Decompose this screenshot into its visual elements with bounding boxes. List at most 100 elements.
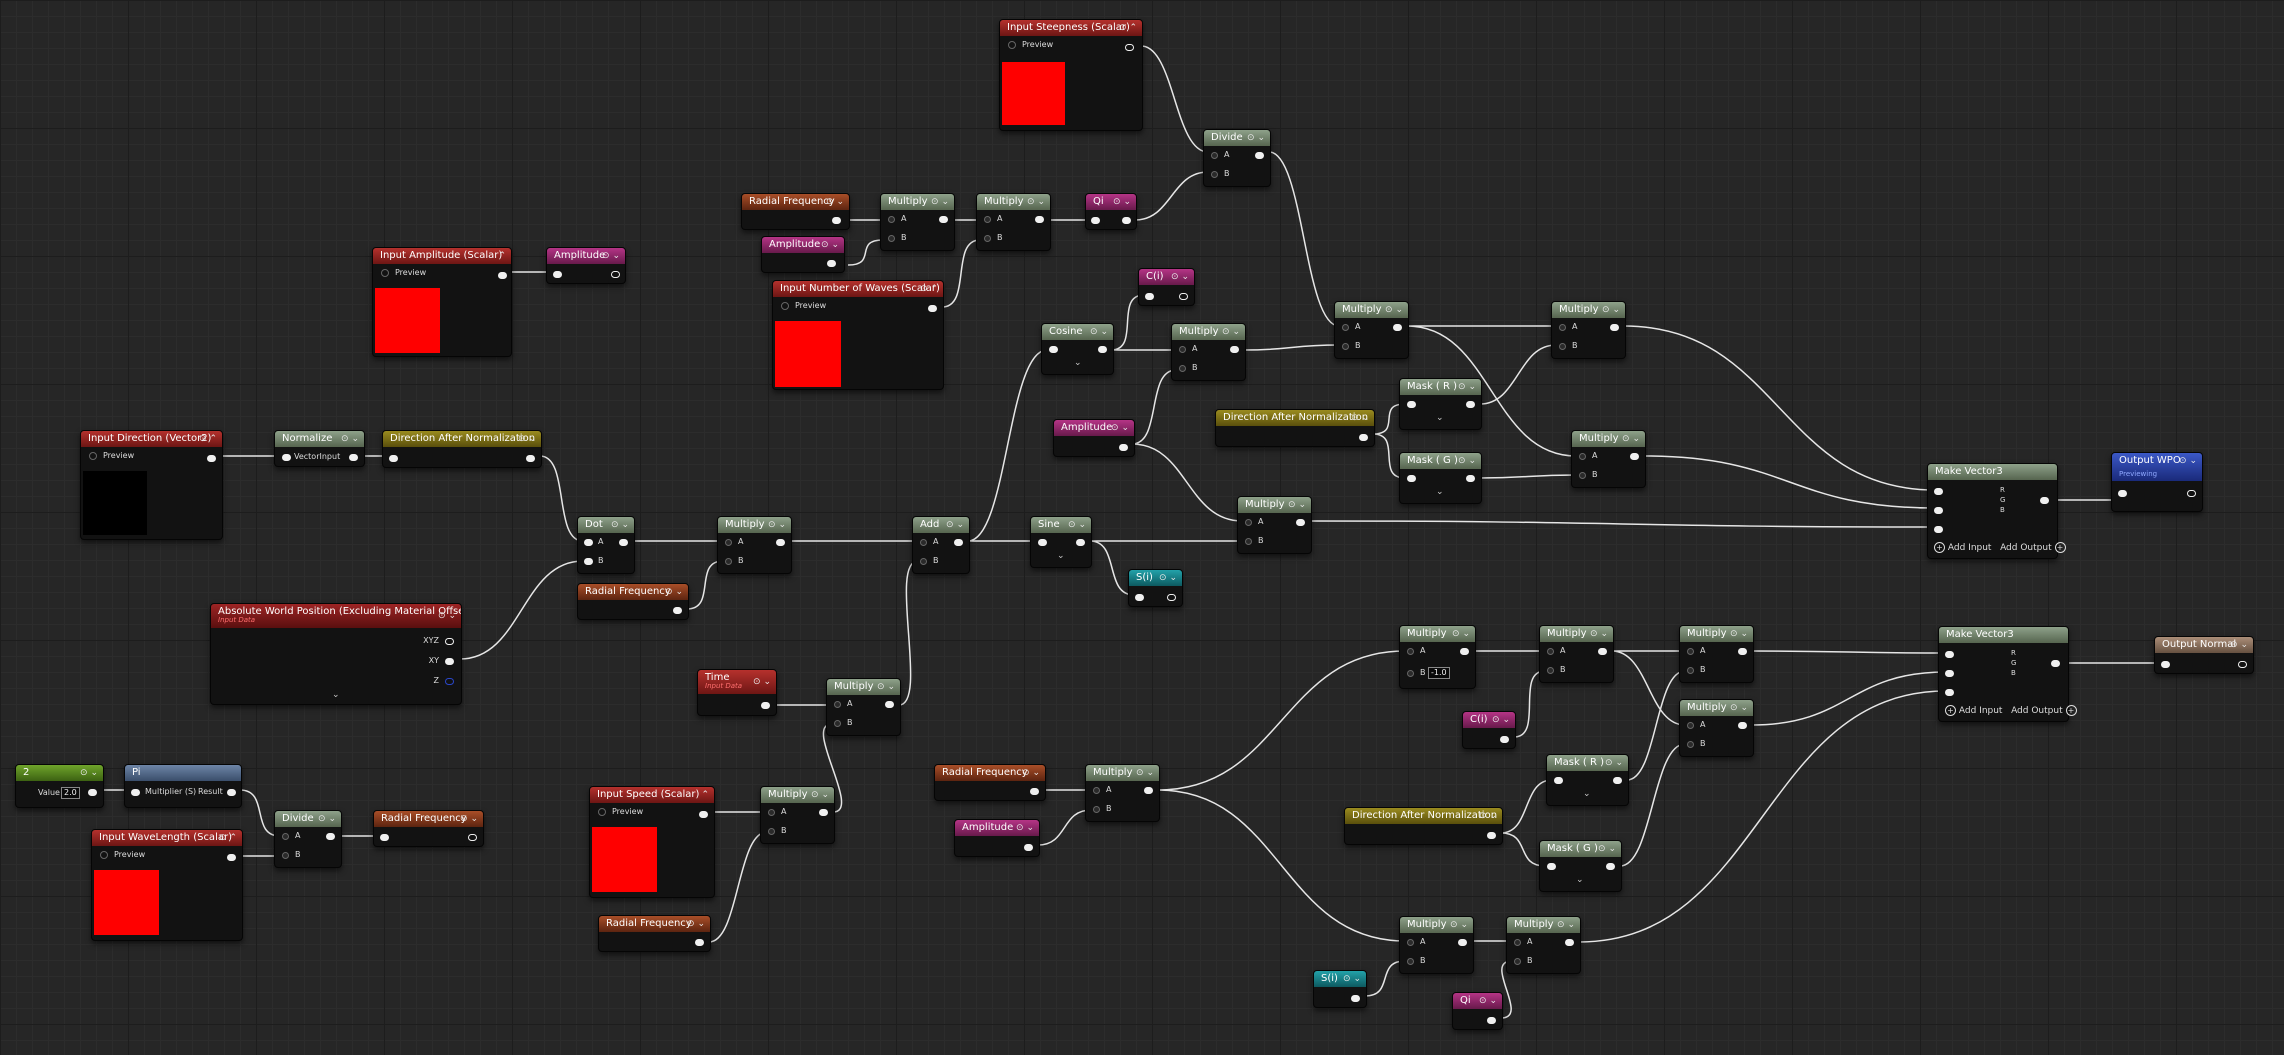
node-header[interactable]: C(i)⊙ ⌄ (1463, 712, 1515, 728)
collapse-icon[interactable]: ⊙ ⌄ (1598, 844, 1616, 854)
output-pin[interactable] (1024, 844, 1033, 851)
output-pin[interactable] (885, 701, 894, 708)
output-pin[interactable] (1487, 1017, 1496, 1024)
output-pin[interactable] (1487, 832, 1496, 839)
node-header[interactable]: Multiply⊙ ⌄ (1400, 917, 1473, 933)
node-header[interactable]: S(i)⊙ ⌄ (1129, 570, 1182, 586)
node-header[interactable]: Normalize⊙ ⌄ (275, 431, 364, 447)
node-header[interactable]: Direction After Normalization⊙ ⌄ (1345, 808, 1502, 824)
qi-reroute[interactable]: Qi⊙ ⌄ (1452, 992, 1503, 1030)
node-header[interactable]: Cosine⊙ ⌄ (1042, 324, 1113, 340)
expand-icon[interactable]: ⌄ (1583, 789, 1591, 799)
collapse-icon[interactable]: ⊙ ⌄ (1068, 520, 1086, 530)
input-pin-b[interactable] (282, 852, 289, 859)
output-pin[interactable] (1076, 539, 1085, 546)
make-vector3-node[interactable]: Make Vector3 R G B + Add Input Add Outpu… (1927, 463, 2066, 559)
collapse-icon[interactable]: ⊙ ⌄ (1602, 305, 1620, 315)
mask-g-node[interactable]: Mask ( G )⊙ ⌄ ⌄ (1399, 452, 1482, 504)
preview-toggle[interactable]: Preview (89, 451, 134, 460)
collapse-icon[interactable]: ⊙ ⌄ (1222, 327, 1240, 337)
add-node[interactable]: Add⊙ ⌄ A B (912, 516, 970, 574)
output-pin[interactable] (928, 305, 937, 312)
output-pin[interactable] (1613, 777, 1622, 784)
collapse-icon[interactable]: ⊙ ⌄ (1022, 768, 1040, 778)
node-header[interactable]: Mask ( G )⊙ ⌄ (1400, 453, 1481, 469)
collapse-icon[interactable]: ⊙ ⌄ (1136, 768, 1154, 778)
node-header[interactable]: Multiply⊙ ⌄ (1540, 626, 1613, 642)
preview-toggle[interactable]: Preview (781, 301, 826, 310)
node-header[interactable]: Mask ( R )⊙ ⌄ (1400, 379, 1481, 395)
collapse-icon[interactable]: ⊙ ⌄ (1450, 920, 1468, 930)
add-output-icon[interactable]: + (2054, 542, 2066, 553)
node-header[interactable]: Multiply⊙ ⌄ (1680, 626, 1753, 642)
collapse-icon[interactable]: ⊙ ⌄ (1479, 811, 1497, 821)
input-pin-3[interactable] (1934, 526, 1943, 533)
collapse-icon[interactable]: ⊙ ⌄ (1027, 197, 1045, 207)
node-header[interactable]: Amplitude⊙ ⌄ (1054, 420, 1134, 436)
output-pin[interactable] (1255, 152, 1264, 159)
output-pin[interactable] (2051, 660, 2060, 667)
input-pin-a[interactable] (1093, 787, 1100, 794)
input-pin-a[interactable] (725, 539, 732, 546)
node-header[interactable]: Radial Frequency⊙ ⌄ (599, 916, 710, 932)
add-input-button[interactable]: Add Input (1958, 706, 2003, 716)
node-header[interactable]: Multiply⊙ ⌄ (1238, 497, 1311, 513)
input-wavelength-node[interactable]: Input WaveLength (Scalar)⊙ ⌃ Preview (91, 829, 243, 941)
radial-frequency-reroute[interactable]: Radial Frequency⊙ ⌄ (934, 764, 1046, 801)
multiply-node[interactable]: Multiply⊙ ⌄ A B (1506, 916, 1581, 974)
output-pin[interactable] (1598, 648, 1607, 655)
output-pin[interactable] (2187, 490, 2196, 497)
output-pin[interactable] (761, 702, 770, 709)
input-pin-a[interactable] (1245, 519, 1252, 526)
input-pin-a[interactable] (1211, 152, 1218, 159)
preview-toggle[interactable]: Preview (100, 850, 145, 859)
input-pin-a[interactable] (920, 539, 927, 546)
input-pin-b[interactable] (888, 235, 895, 242)
collapse-icon[interactable]: ⊙ ⌄ (1288, 500, 1306, 510)
node-header[interactable]: 2⊙ ⌄ (16, 765, 103, 781)
node-header[interactable]: Radial Frequency⊙ ⌄ (935, 765, 1045, 781)
cosine-node[interactable]: Cosine⊙ ⌄ ⌄ (1041, 323, 1114, 375)
collapse-icon[interactable]: ⊙ ⌄ (1730, 703, 1748, 713)
node-header[interactable]: C(i)⊙ ⌄ (1139, 269, 1194, 285)
input-pin-b[interactable] (725, 558, 732, 565)
output-pin[interactable] (326, 833, 335, 840)
node-header[interactable]: Input Number of Waves (Scalar)⊙ ⌃ (773, 281, 943, 297)
collapse-icon[interactable]: ⊙ ⌄ (877, 682, 895, 692)
collapse-icon[interactable]: ⊙ ⌄ (518, 434, 536, 444)
node-header[interactable]: Radial Frequency⊙ ⌄ (374, 811, 483, 827)
output-pin[interactable] (207, 455, 216, 462)
node-header[interactable]: Direction After Normalization⊙ ⌄ (1216, 410, 1374, 426)
node-header[interactable]: Radial Frequency⊙ ⌄ (742, 194, 849, 210)
input-pin-3[interactable] (1945, 689, 1954, 696)
output-pin[interactable] (827, 260, 836, 267)
output-pin[interactable] (939, 216, 948, 223)
collapse-icon[interactable]: ⊙ ⌄ (826, 197, 844, 207)
time-node[interactable]: Time⊙ ⌄ Input Data (697, 669, 777, 716)
output-pin[interactable] (1630, 453, 1639, 460)
output-pin[interactable] (1606, 863, 1615, 870)
dot-node[interactable]: Dot⊙ ⌄ A B (577, 516, 635, 574)
input-pin-b[interactable] (1342, 343, 1349, 350)
node-header[interactable]: Output Normal⊙ ⌄ (2155, 637, 2253, 653)
collapse-icon[interactable]: ⊙ ⌄ (1385, 305, 1403, 315)
output-pin[interactable] (349, 454, 358, 461)
preview-toggle[interactable]: Preview (381, 268, 426, 277)
output-pin[interactable] (1359, 434, 1368, 441)
output-pin[interactable] (1458, 939, 1467, 946)
output-pin[interactable] (1738, 722, 1747, 729)
ci-reroute[interactable]: C(i)⊙ ⌄ (1138, 268, 1195, 306)
node-header[interactable]: Multiply⊙ ⌄ (1552, 302, 1625, 318)
output-pin[interactable] (1296, 519, 1305, 526)
sine-node[interactable]: Sine⊙ ⌄ ⌄ (1030, 516, 1092, 568)
output-pin[interactable] (227, 854, 236, 861)
input-pin-b[interactable] (1559, 343, 1566, 350)
input-pin[interactable] (131, 789, 140, 796)
input-pin-a[interactable] (888, 216, 895, 223)
multiply-node[interactable]: Multiply⊙ ⌄ A B (1679, 625, 1754, 683)
amplitude-named-reroute[interactable]: Amplitude⊙ ⌄ (546, 247, 626, 284)
collapse-icon[interactable]: ⊙ ⌄ (318, 814, 336, 824)
node-header[interactable]: Qi⊙ ⌄ (1453, 993, 1502, 1009)
node-header[interactable]: Sine⊙ ⌄ (1031, 517, 1091, 533)
add-input-icon[interactable]: + (1945, 705, 1956, 716)
